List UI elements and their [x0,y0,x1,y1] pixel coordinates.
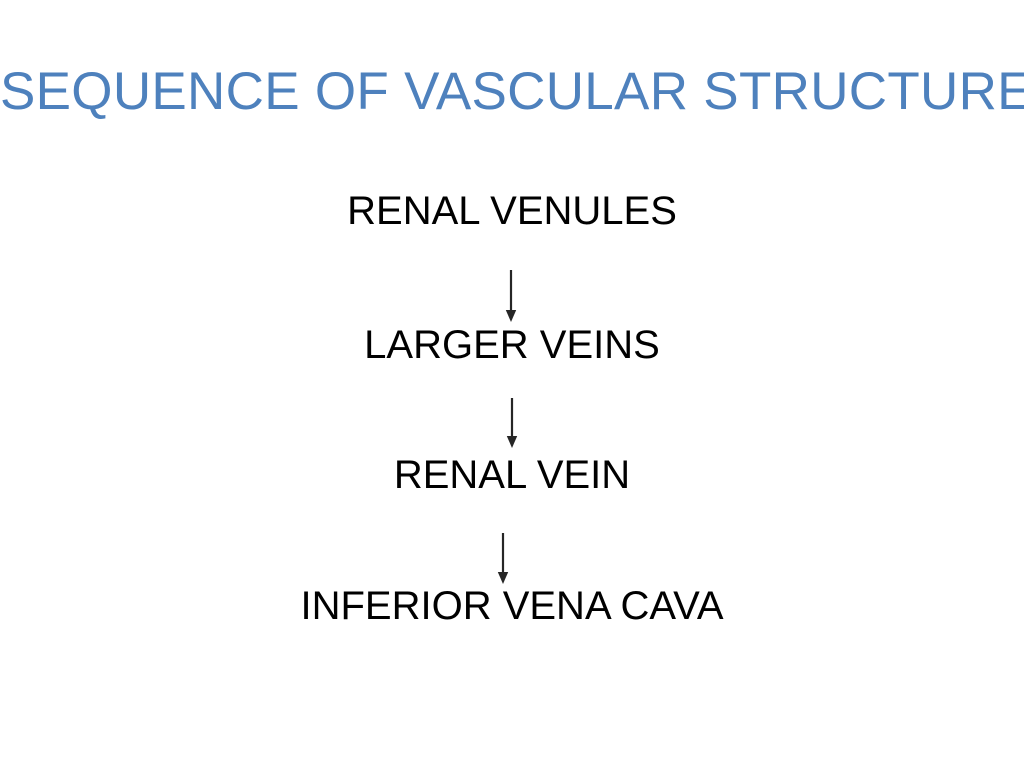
flow-node-inferior-vena-cava: INFERIOR VENA CAVA [300,584,724,628]
page-title: SEQUENCE OF VASCULAR STRUCTURES [0,62,1024,121]
down-arrow-icon [489,531,519,586]
flow-node-renal-venules: RENAL VENULES [347,189,677,233]
flow-node-larger-veins: LARGER VEINS [364,323,660,367]
flow-node-renal-vein: RENAL VEIN [393,453,631,497]
down-arrow-icon [498,396,528,450]
down-arrow-icon [497,268,527,324]
